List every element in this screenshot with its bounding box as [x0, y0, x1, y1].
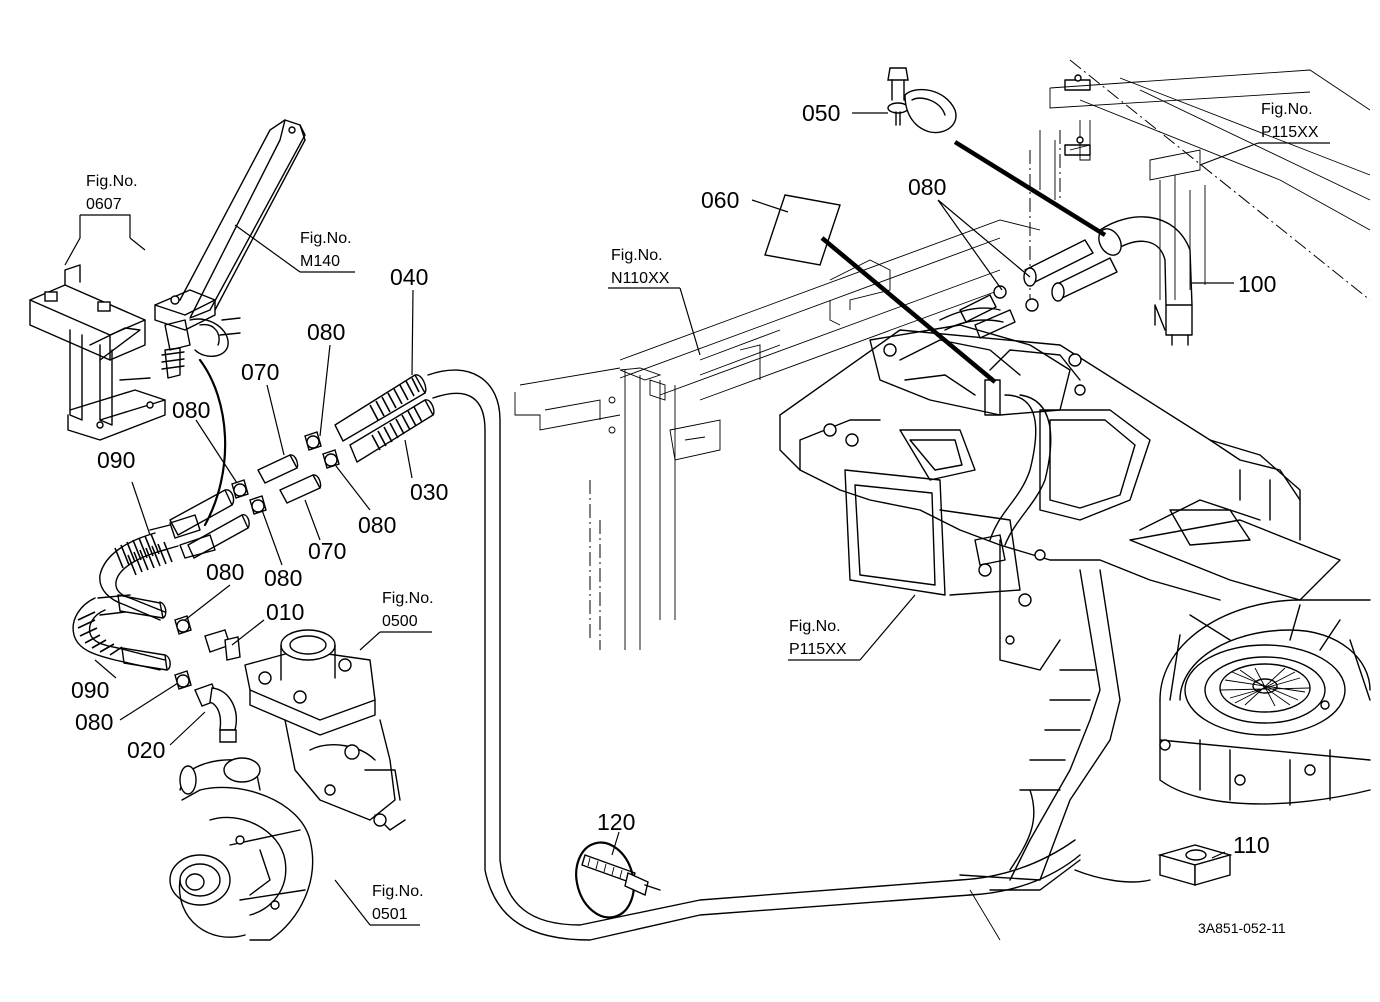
drawing-code: 3A851-052-11 — [1198, 920, 1286, 936]
part-120: 120 — [597, 809, 635, 835]
part-090-a: 090 — [97, 447, 135, 473]
fittings — [194, 629, 241, 743]
part-050: 050 — [802, 100, 840, 126]
fig-ref-0501-label: Fig.No. — [372, 883, 424, 900]
part-090-b: 090 — [71, 677, 109, 703]
fig-ref-p115-mid-label: Fig.No. — [789, 618, 841, 635]
fig-ref-p115-top-number: P115XX — [1261, 124, 1319, 141]
figure-references: Fig.No. 0607 Fig.No. M140 Fig.No. N110XX… — [86, 101, 1319, 923]
fig-ref-m140-label: Fig.No. — [300, 230, 352, 247]
left-bracket — [29, 264, 166, 441]
tie-band — [575, 841, 661, 919]
part-100: 100 — [1238, 271, 1276, 297]
part-080-f: 080 — [75, 709, 113, 735]
part-080-e: 080 — [206, 559, 244, 585]
arm-bracket — [154, 119, 306, 527]
hose-assembly-left — [72, 369, 1081, 941]
leader-lines — [64, 112, 1330, 926]
part-070-b: 070 — [308, 538, 346, 564]
fig-ref-0501-number: 0501 — [372, 906, 408, 923]
hose-clamp — [174, 431, 340, 690]
fig-ref-0500-label: Fig.No. — [382, 590, 434, 607]
water-pump — [169, 757, 314, 941]
part-080-d: 080 — [264, 565, 302, 591]
part-010: 010 — [266, 599, 304, 625]
part-080-a: 080 — [307, 319, 345, 345]
fig-ref-n110-label: Fig.No. — [611, 247, 663, 264]
fig-ref-p115-mid-number: P115XX — [789, 641, 847, 658]
part-040: 040 — [390, 264, 428, 290]
part-070-a: 070 — [241, 359, 279, 385]
pipe-assembly — [764, 67, 1193, 346]
part-080-c: 080 — [358, 512, 396, 538]
thermostat-housing — [244, 629, 406, 831]
blower-fan — [1074, 599, 1371, 883]
fig-ref-n110-number: N110XX — [611, 270, 670, 287]
fig-ref-0607-label: Fig.No. — [86, 173, 138, 190]
rubber-block — [1157, 844, 1233, 886]
part-030: 030 — [410, 479, 448, 505]
part-020: 020 — [127, 737, 165, 763]
chassis-frame — [514, 59, 1371, 650]
fig-ref-p115-top-label: Fig.No. — [1261, 101, 1313, 118]
part-080-b: 080 — [172, 397, 210, 423]
fig-ref-m140-number: M140 — [300, 253, 340, 270]
part-060: 060 — [701, 187, 739, 213]
fig-ref-0607-number: 0607 — [86, 196, 122, 213]
installation-arrows — [820, 140, 1107, 384]
part-080-g: 080 — [908, 174, 946, 200]
heater-unit — [779, 307, 1341, 941]
fig-ref-0500-number: 0500 — [382, 613, 418, 630]
part-labels: 040 080 070 080 090 030 080 070 080 080 … — [71, 100, 1276, 858]
part-110: 110 — [1233, 832, 1270, 858]
